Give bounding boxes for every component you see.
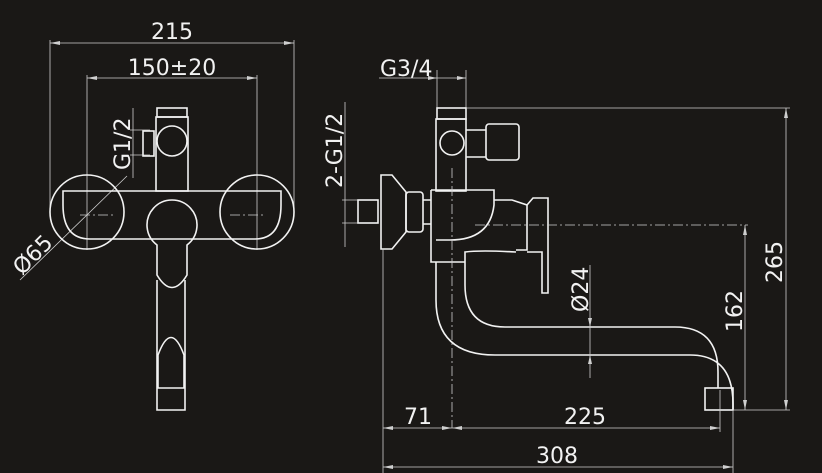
lever-handle <box>146 199 198 289</box>
dim-label-g34: G3/4 <box>380 57 432 82</box>
dim-label-225: 225 <box>564 405 606 430</box>
dim-label-265: 265 <box>763 241 788 283</box>
riser <box>155 116 189 192</box>
dim-label-71: 71 <box>404 405 432 430</box>
wall-flange-side <box>380 174 407 250</box>
side-view: G3/4 2-G1/2 Ø24 265 162 <box>323 57 790 473</box>
diverter-handle <box>485 123 520 161</box>
side-thread <box>142 130 155 157</box>
diverter-knob <box>156 125 188 157</box>
right-flange <box>219 174 295 250</box>
dim-label-2g12: 2-G1/2 <box>323 113 348 188</box>
diverter-knob-side <box>439 130 465 156</box>
dim-label-308: 308 <box>536 444 578 469</box>
spout-front <box>157 336 185 389</box>
front-view: 215 150±20 G1/2 Ø65 <box>9 20 295 411</box>
mixer-body <box>62 190 282 240</box>
valve-body <box>430 189 495 263</box>
spout-outer <box>435 262 734 410</box>
top-thread-side <box>436 107 467 120</box>
dim-label-o24: Ø24 <box>569 267 594 312</box>
aerator <box>704 387 734 411</box>
hex-nut <box>405 191 424 233</box>
riser-side <box>435 118 467 192</box>
dim-label-162: 162 <box>723 290 748 332</box>
dim-label-g12-front: G1/2 <box>111 118 136 170</box>
top-thread <box>156 107 188 118</box>
dim-label-215: 215 <box>151 20 193 45</box>
dim-label-o65: Ø65 <box>9 231 59 281</box>
side-lever <box>526 197 549 294</box>
dim-label-150: 150±20 <box>128 56 216 81</box>
inlet-thread <box>357 199 379 224</box>
left-flange <box>49 174 125 250</box>
